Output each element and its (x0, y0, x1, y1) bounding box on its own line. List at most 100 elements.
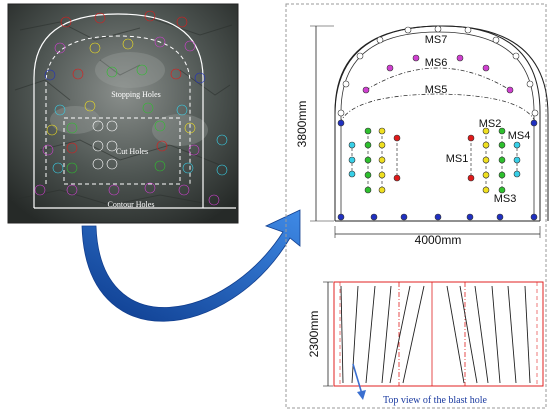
section-outline-right (334, 25, 541, 221)
ms4-hole (513, 141, 521, 149)
dim-depth: 2300mm (307, 311, 321, 358)
ms5-arc (339, 93, 537, 124)
photo-hole-ring (46, 124, 58, 136)
dim-height: 3800mm (295, 101, 309, 148)
ms5-hole (466, 213, 474, 221)
photo-hole-ring (188, 144, 200, 156)
ms6-hole (412, 54, 420, 62)
photo-hole-ring (144, 182, 156, 194)
ms3-hole (364, 156, 372, 164)
ms1-hole (467, 174, 475, 182)
ms3-hole (498, 127, 506, 135)
photo-hole-ring (52, 162, 64, 174)
photo-hole-ring (154, 160, 166, 172)
photo-hole-ring (106, 158, 118, 170)
section-hole-dots (337, 25, 539, 221)
ms7-hole (531, 109, 539, 117)
ms3-hole (498, 186, 506, 194)
photo-hole-ring (208, 194, 220, 206)
ms2-hole (378, 186, 386, 194)
ms2-hole (482, 127, 490, 135)
ms6-hole (362, 86, 370, 94)
ms7-hole (464, 26, 472, 34)
photo-hole-ring (156, 140, 168, 152)
label-ms2: MS2 (479, 118, 502, 130)
top-view-frame (333, 281, 544, 387)
ms5-hole (370, 213, 378, 221)
photo-hole-ring (154, 36, 166, 48)
ms3-hole (364, 141, 372, 149)
ms7-hole (376, 36, 384, 44)
photo-hole-ring (184, 40, 196, 52)
label-ms7: MS7 (425, 34, 448, 46)
ms6-hole (506, 86, 514, 94)
ms5-hole (530, 213, 538, 221)
ms1-hole (393, 174, 401, 182)
ms7-hole (434, 25, 442, 33)
right-panel-border (285, 3, 547, 409)
ms2-hole (378, 171, 386, 179)
cut-holes-label: Cut Holes (116, 147, 148, 156)
ms3-hole (498, 141, 506, 149)
ms7-hole (512, 52, 520, 60)
ms7-hole (356, 52, 364, 60)
ms5-hole (400, 213, 408, 221)
ms4-hole (348, 170, 356, 178)
caption-pointer (352, 363, 363, 395)
photo-hole-ring (106, 120, 118, 132)
ms7-hole (404, 26, 412, 34)
ms5-hole (530, 119, 538, 127)
tunnel-face-photo: Stopping Holes Cut Holes Contour Holes (7, 3, 239, 224)
ms5-hole (337, 119, 345, 127)
photo-hole-ring (92, 158, 104, 170)
photo-hole-ring (106, 66, 118, 78)
ms7-hole (342, 80, 350, 88)
photo-hole-ring (60, 16, 72, 28)
ms4-hole (348, 156, 356, 164)
ms2-hole (378, 127, 386, 135)
ms6-arc (365, 67, 511, 91)
label-ms6: MS6 (425, 57, 448, 69)
label-ms4: MS4 (508, 130, 531, 142)
label-ms1: MS1 (446, 153, 469, 165)
photo-hole-ring (170, 68, 182, 80)
photo-cut-zone (63, 117, 181, 185)
ms1-hole (467, 134, 475, 142)
label-ms3: MS3 (494, 193, 517, 205)
photo-hole-ring (216, 164, 228, 176)
ms5-hole (496, 213, 504, 221)
photo-hole-ring (182, 162, 194, 174)
top-view-caption: Top view of the blast hole (383, 395, 488, 406)
photo-hole-ring (108, 184, 120, 196)
ms3-hole (498, 171, 506, 179)
photo-hole-ring (216, 134, 228, 146)
photo-hole-ring (66, 142, 78, 154)
photo-hole-ring (154, 120, 166, 132)
ms5-hole (337, 213, 345, 221)
photo-hole-ring (66, 122, 78, 134)
photo-hole-ring (42, 144, 54, 156)
ms3-hole (498, 156, 506, 164)
ms1-hole (393, 134, 401, 142)
photo-hole-ring (194, 72, 206, 84)
photo-hole-ring (54, 104, 66, 116)
photo-hole-ring (176, 104, 188, 116)
dim-width: 4000mm (415, 233, 462, 247)
ms4-hole (513, 156, 521, 164)
photo-hole-ring (44, 69, 56, 81)
ms6-hole (482, 64, 490, 72)
photo-hole-ring (92, 120, 104, 132)
photo-hole-ring (54, 42, 66, 54)
ms3-hole (364, 127, 372, 135)
ms2-hole (378, 156, 386, 164)
ms6-hole (456, 54, 464, 62)
ms2-hole (482, 171, 490, 179)
photo-hole-ring (66, 162, 78, 174)
ms3-hole (364, 186, 372, 194)
photo-hole-ring (106, 140, 118, 152)
ms3-hole (364, 171, 372, 179)
contour-holes-label: Contour Holes (108, 200, 155, 209)
ms2-hole (482, 141, 490, 149)
transition-arrow (81, 209, 301, 322)
photo-hole-ring (144, 10, 156, 22)
